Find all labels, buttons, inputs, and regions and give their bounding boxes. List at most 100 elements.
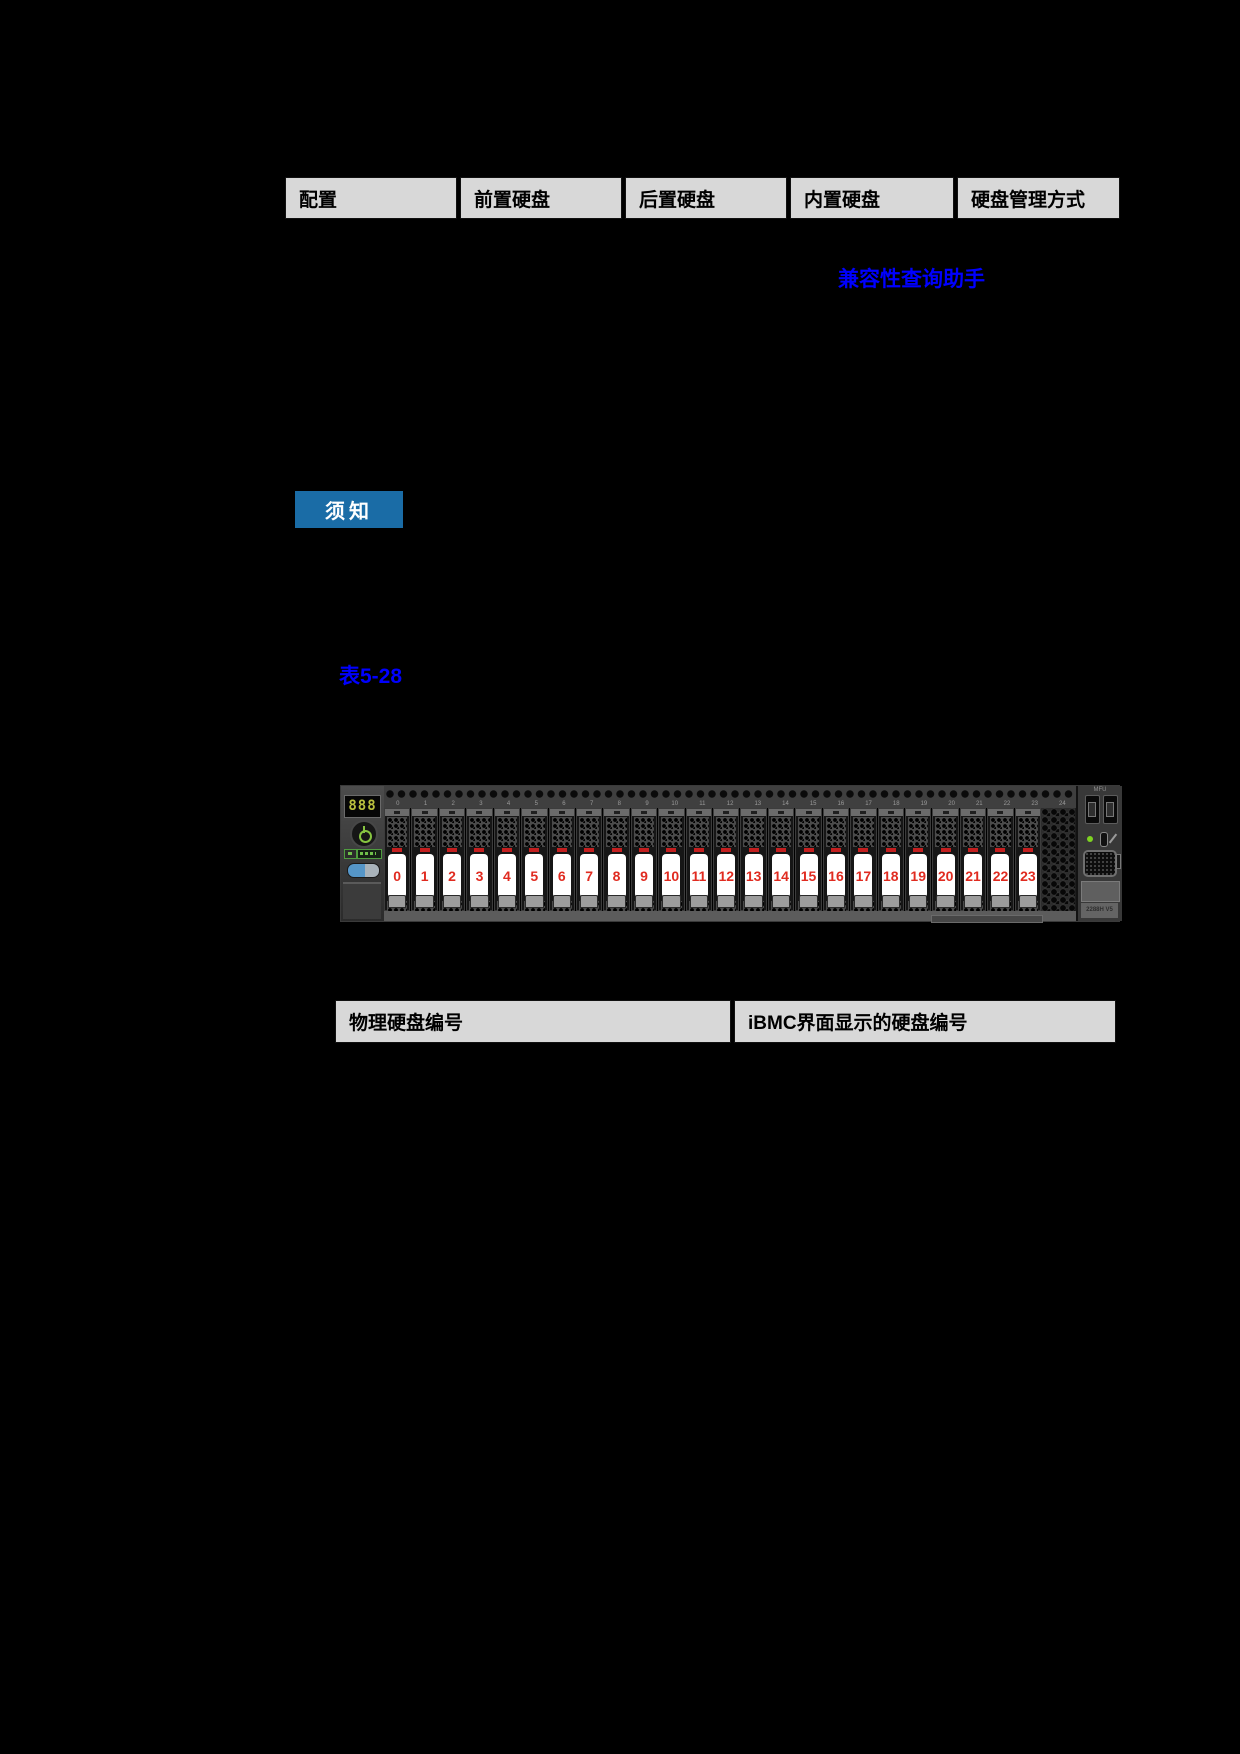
service-icon (1108, 833, 1118, 844)
drive-bay: 18 (877, 808, 905, 921)
bay-index-label: 1 (423, 801, 428, 807)
drive-number-label: 8 (607, 854, 626, 898)
drive-bay: 9 (630, 808, 658, 921)
bay-index-label: 15 (809, 801, 817, 807)
power-button-icon (350, 820, 378, 848)
bay-index-label: 6 (562, 801, 566, 807)
bay-index-label: 2 (451, 801, 455, 807)
drive-bay: 21 (959, 808, 987, 921)
chassis-pull-handle (931, 915, 1043, 923)
uid-button-icon (347, 863, 380, 878)
drive-bay: 16 (822, 808, 850, 921)
model-label: 2288H V5 (1081, 903, 1118, 918)
drive-map-header-physical: 物理硬盘编号 (335, 1000, 731, 1043)
drive-number-label: 7 (580, 854, 599, 898)
drive-bay: 3 (466, 808, 493, 921)
drive-bay: 4 (493, 808, 521, 921)
drive-bay: 19 (905, 808, 932, 921)
bay-index-label: 17 (865, 801, 872, 807)
drive-latch-icon (721, 848, 732, 852)
table-5-28-link[interactable]: 表5-28 (339, 665, 403, 688)
drive-latch-icon (474, 848, 485, 852)
config-table-header-front-drives: 前置硬盘 (460, 177, 622, 219)
drive-number-label: 16 (826, 854, 845, 898)
drive-latch-icon (968, 848, 979, 852)
bay-index-label: 18 (892, 801, 900, 807)
drive-latch-icon (447, 848, 458, 852)
bay-index-label: 3 (479, 801, 483, 807)
bay-index-label: 13 (754, 801, 762, 807)
honeycomb-vent-grille (1041, 808, 1075, 911)
drive-bay: 17 (850, 808, 877, 921)
drive-latch-icon (803, 848, 814, 852)
drive-number-label: 4 (497, 854, 516, 898)
drive-latch-icon (611, 848, 622, 852)
drive-bay: 20 (932, 808, 959, 921)
bay-index-label: 21 (975, 801, 983, 807)
drive-latch-icon (830, 848, 841, 852)
drive-bay: 22 (987, 808, 1014, 921)
config-table-header-row: 配置 前置硬盘 后置硬盘 内置硬盘 硬盘管理方式 (285, 177, 1123, 219)
seven-segment-display: 888 (344, 795, 381, 818)
bay-index-label: 20 (948, 801, 955, 807)
usb-port-icon (1103, 795, 1118, 824)
drive-latch-icon (556, 848, 567, 852)
drive-bay: 11 (685, 808, 713, 921)
drive-latch-icon (392, 848, 403, 852)
left-ear-label-plate (343, 882, 381, 919)
drive-number-label: 20 (936, 854, 955, 898)
drive-number-label: 18 (881, 854, 900, 898)
drive-latch-icon (666, 848, 677, 852)
drive-latch-icon (501, 848, 512, 852)
drive-latch-icon (858, 848, 869, 852)
config-table-header-internal-drives: 内置硬盘 (790, 177, 954, 219)
bay-index-label: 5 (534, 801, 538, 807)
bay-index-label: 14 (782, 801, 789, 807)
bay-index-label: 24 (1059, 801, 1066, 807)
drive-number-label: 14 (772, 854, 791, 898)
drive-number-label: 22 (991, 854, 1010, 898)
drive-bay: 10 (658, 808, 685, 921)
drive-latch-icon (1022, 848, 1033, 852)
bay-index-label: 7 (589, 801, 594, 807)
drive-number-label: 2 (443, 854, 462, 898)
bay-index-label: 12 (726, 801, 734, 807)
drive-bay: 14 (767, 808, 795, 921)
drive-bay: 0 (384, 808, 411, 921)
compatibility-checker-link[interactable]: 兼容性查询助手 (838, 268, 985, 291)
usb-area-label: MFU (1093, 787, 1107, 793)
drive-number-label: 13 (744, 854, 763, 898)
config-table-header-drive-mgmt: 硬盘管理方式 (957, 177, 1120, 219)
drive-bay: 12 (713, 808, 740, 921)
bay-index-label: 16 (837, 801, 845, 807)
bay-index-label: 19 (920, 801, 928, 807)
left-ear-panel: 888 (341, 786, 386, 921)
drive-number-label: 21 (964, 854, 983, 898)
drive-number-label: 9 (635, 854, 653, 898)
drive-latch-icon (529, 848, 540, 852)
vga-port-icon (1083, 850, 1117, 877)
status-label-icon (357, 849, 382, 859)
drive-latch-icon (584, 848, 595, 852)
drive-number-label: 10 (662, 854, 681, 898)
type-c-port-icon (1100, 832, 1108, 847)
drive-map-header-ibmc: iBMC界面显示的硬盘编号 (734, 1000, 1116, 1043)
drive-bay: 6 (548, 808, 575, 921)
drive-map-table-header-row: 物理硬盘编号 iBMC界面显示的硬盘编号 (335, 1000, 1116, 1043)
drive-number-label: 6 (552, 854, 571, 898)
config-table-header-config: 配置 (285, 177, 457, 219)
drive-number-label: 23 (1018, 854, 1037, 898)
config-table-header-rear-drives: 后置硬盘 (625, 177, 787, 219)
drive-bay: 5 (521, 808, 548, 921)
drive-latch-icon (419, 848, 430, 852)
drive-number-label: 5 (525, 854, 544, 898)
bay-index-label: 10 (671, 801, 679, 807)
drive-number-label: 11 (689, 854, 708, 898)
drive-bay: 15 (795, 808, 822, 921)
right-ear-plate (1081, 881, 1120, 902)
drive-number-label: 0 (388, 854, 407, 898)
drive-latch-icon (639, 848, 649, 852)
